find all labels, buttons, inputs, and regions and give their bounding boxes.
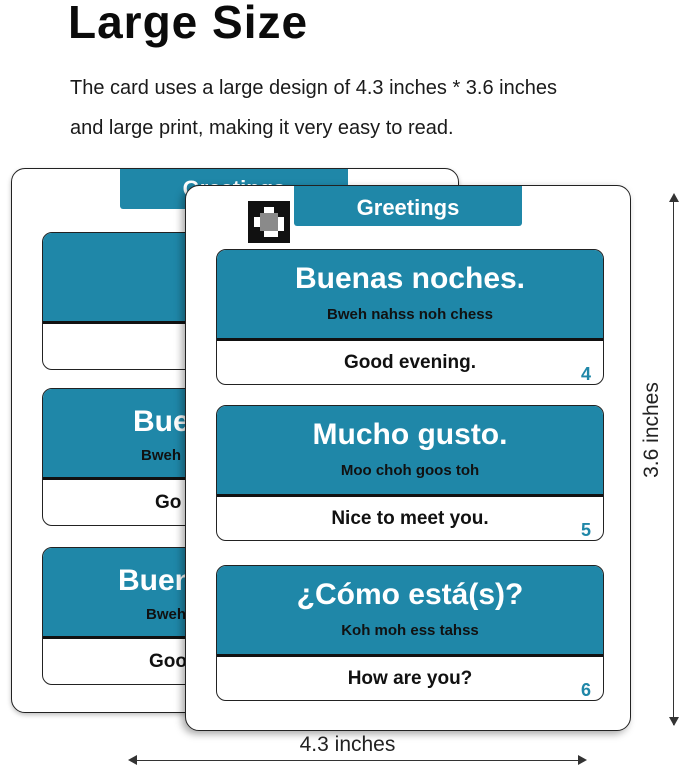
- item-pronunciation: Koh moh ess tahss: [341, 622, 479, 639]
- item-header: [217, 566, 603, 657]
- description-line-1: The card uses a large design of 4.3 inch…: [70, 77, 557, 99]
- item-number: 5: [580, 520, 591, 540]
- item-phrase: Buenas noches.: [294, 262, 526, 295]
- phrase-item: ¿Cómo está(s)? Koh moh ess tahss How are…: [216, 565, 604, 701]
- item-header: [217, 406, 603, 497]
- item-phrase: Mucho gusto.: [312, 418, 508, 451]
- item-translation: Go: [155, 492, 182, 513]
- arrow-left-icon: [128, 755, 137, 765]
- page-title: Large Size: [68, 0, 309, 48]
- description-line-2: and large print, making it very easy to …: [70, 117, 454, 139]
- item-header: [217, 250, 603, 341]
- item-pronunciation: Moo choh goos toh: [340, 462, 480, 479]
- phrase-item: Mucho gusto. Moo choh goos toh Nice to m…: [216, 405, 604, 541]
- width-dimension-line: [133, 760, 580, 761]
- description: The card uses a large design of 4.3 inch…: [70, 68, 670, 148]
- item-phrase: ¿Cómo está(s)?: [296, 578, 524, 611]
- width-label: 4.3 inches: [299, 733, 396, 756]
- item-phrase: Bue: [133, 405, 190, 438]
- item-number: 4: [580, 364, 591, 384]
- item-pronunciation: Bweh: [146, 606, 187, 623]
- height-dimension-line: [673, 195, 674, 725]
- item-pronunciation: Bweh: [141, 447, 182, 464]
- item-pronunciation: Bweh nahss noh chess: [327, 306, 493, 323]
- item-translation: Nice to meet you.: [331, 508, 489, 529]
- phrase-item: Buenas noches. Bweh nahss noh chess Good…: [216, 249, 604, 385]
- item-phrase: Buen: [118, 564, 193, 597]
- category-tab: Greetings: [294, 186, 522, 226]
- item-number: 6: [580, 680, 591, 700]
- item-translation: Goo: [149, 651, 187, 672]
- qr-code-icon: [248, 201, 290, 243]
- item-translation: How are you?: [347, 668, 473, 689]
- arrow-up-icon: [669, 193, 679, 202]
- item-translation: Good evening.: [344, 352, 476, 373]
- front-flashcard: Greetings Buenas noches. Bweh nahss noh …: [185, 185, 631, 731]
- arrow-right-icon: [578, 755, 587, 765]
- height-label: 3.6 inches: [640, 382, 663, 478]
- arrow-down-icon: [669, 717, 679, 726]
